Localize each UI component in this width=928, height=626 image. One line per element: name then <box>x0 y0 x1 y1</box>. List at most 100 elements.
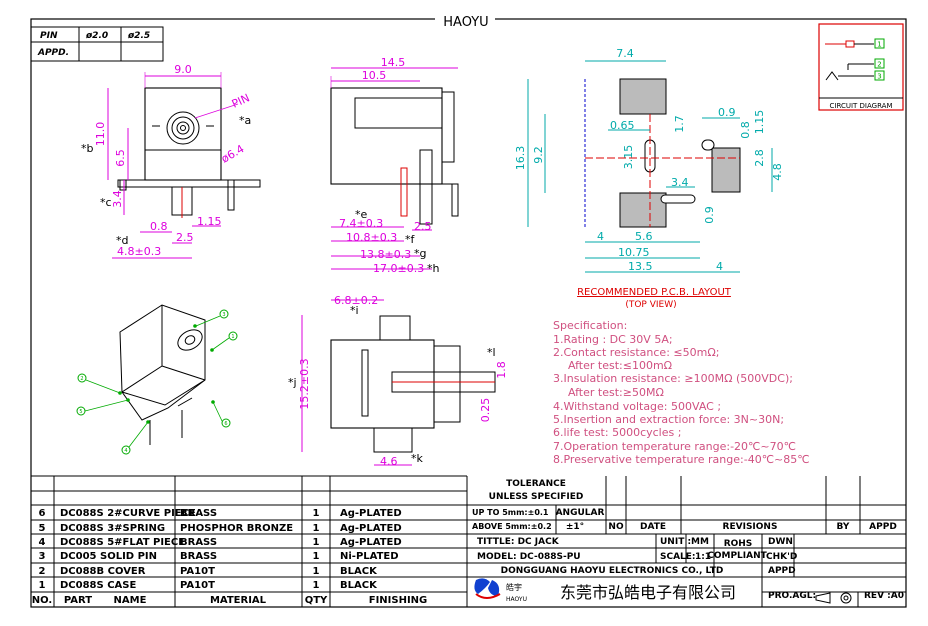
svg-text:1:1: 1:1 <box>695 552 711 562</box>
svg-text:2.5: 2.5 <box>414 220 432 233</box>
svg-text:*k: *k <box>411 452 424 465</box>
svg-text:0.65: 0.65 <box>610 119 635 132</box>
bom-table <box>31 475 468 607</box>
svg-text:1: 1 <box>877 41 881 49</box>
svg-text:7.Operation temperature range:: 7.Operation temperature range:-20℃~70℃ <box>553 440 796 453</box>
svg-text:4: 4 <box>597 230 604 243</box>
bom-material: PHOSPHOR BRONZE <box>180 523 293 534</box>
bom-finishing: BLACK <box>340 566 378 577</box>
svg-text:*f: *f <box>405 233 416 246</box>
svg-text:*j: *j <box>288 376 297 389</box>
svg-text:6: 6 <box>224 421 227 427</box>
svg-text:RECOMMENDED P.C.B. LAYOUT: RECOMMENDED P.C.B. LAYOUT <box>577 287 732 298</box>
svg-text:5.6: 5.6 <box>635 230 653 243</box>
appd-label: APPD. <box>37 48 69 58</box>
bom-no: 5 <box>39 523 46 534</box>
svg-text:4.6: 4.6 <box>380 455 398 468</box>
svg-text:10.5: 10.5 <box>362 69 387 82</box>
svg-text:16.3: 16.3 <box>514 146 527 171</box>
svg-text:14.5: 14.5 <box>381 56 406 69</box>
svg-text:TITTLE: DC JACK: TITTLE: DC JACK <box>477 537 560 547</box>
bom-material: BRASS <box>180 508 217 519</box>
brand-title: HAOYU <box>443 15 488 30</box>
circuit-diagram: CIRCUIT DIAGRAM 1 2 3 <box>818 23 904 111</box>
bom-qty: 1 <box>313 580 320 591</box>
bom-material: PA10T <box>180 566 215 577</box>
pcb-layout: 7.4 16.3 9.2 0.65 3.15 1.7 0.9 0.8 1.15 … <box>514 47 784 310</box>
title-block <box>467 476 906 607</box>
svg-text:3.4: 3.4 <box>111 190 124 208</box>
svg-text:TOLERANCE: TOLERANCE <box>506 479 566 489</box>
bom-part: DC088B COVER <box>60 566 146 577</box>
svg-text:皓宇: 皓宇 <box>506 582 522 592</box>
bom-header-finishing: FINISHING <box>369 595 428 606</box>
svg-text:SCALE:: SCALE: <box>660 552 696 562</box>
svg-text:±1°: ±1° <box>566 522 584 532</box>
svg-text:CHK'D: CHK'D <box>766 552 797 562</box>
bom-header-name: NAME <box>114 595 147 606</box>
bom-header-part: PART <box>64 595 92 606</box>
svg-text:NO: NO <box>608 522 624 532</box>
svg-text:Specification:: Specification: <box>553 319 627 332</box>
bom-header-material: MATERIAL <box>210 595 267 606</box>
company-name-cn: 东莞市弘皓电子有限公司 <box>560 583 736 602</box>
svg-text:UNLESS SPECIFIED: UNLESS SPECIFIED <box>489 492 584 502</box>
svg-text:UP TO 5mm:±0.1: UP TO 5mm:±0.1 <box>472 508 549 517</box>
svg-text:PRO.AGL:: PRO.AGL: <box>768 591 816 601</box>
bom-material: PA10T <box>180 580 215 591</box>
svg-text:COMPLIANT: COMPLIANT <box>707 551 767 561</box>
svg-text:4.8: 4.8 <box>771 163 784 181</box>
svg-text:*e: *e <box>355 208 368 221</box>
svg-text:4.Withstand voltage: 500VAC ;: 4.Withstand voltage: 500VAC ; <box>553 400 721 413</box>
bom-qty: 1 <box>313 523 320 534</box>
bom-no: 1 <box>39 580 46 591</box>
svg-text:BY: BY <box>837 522 850 532</box>
bom-header-qty: QTY <box>305 595 328 606</box>
pin-col-1: ø2.0 <box>85 31 108 41</box>
circuit-diagram-label: CIRCUIT DIAGRAM <box>830 102 893 110</box>
svg-text:ø6.4: ø6.4 <box>219 142 246 165</box>
svg-text:2.8: 2.8 <box>753 149 766 167</box>
svg-text:0.8: 0.8 <box>739 121 752 139</box>
svg-text:After test:≤100mΩ: After test:≤100mΩ <box>568 359 672 372</box>
svg-text:ABOVE 5mm:±0.2: ABOVE 5mm:±0.2 <box>472 522 552 531</box>
bom-finishing: Ag-PLATED <box>340 523 402 534</box>
svg-text:4: 4 <box>124 448 127 454</box>
svg-text:*i: *i <box>350 304 359 317</box>
svg-text:1.15: 1.15 <box>197 215 222 228</box>
bom-part: DC088S 2#CURVE PIECE <box>60 508 196 519</box>
svg-text:11.0: 11.0 <box>94 122 107 147</box>
svg-text:3.15: 3.15 <box>622 145 635 170</box>
svg-text:3: 3 <box>222 312 225 318</box>
bom-finishing: Ag-PLATED <box>340 537 402 548</box>
bom-finishing: BLACK <box>340 580 378 591</box>
bom-header-no: NO. <box>32 595 52 606</box>
bom-part: DC088S 5#FLAT PIECE <box>60 537 185 548</box>
svg-text:2: 2 <box>80 376 83 382</box>
svg-text:UNIT :: UNIT : <box>660 537 691 547</box>
projection-symbol <box>815 592 852 604</box>
isometric-view: 3 1 2 5 4 6 <box>76 304 238 455</box>
pin-col-2: ø2.5 <box>127 31 150 41</box>
svg-text:MODEL: DC-088S-PU: MODEL: DC-088S-PU <box>477 552 581 562</box>
svg-text:6.8±0.2: 6.8±0.2 <box>334 294 378 307</box>
bom-material: BRASS <box>180 537 217 548</box>
bom-material: BRASS <box>180 551 217 562</box>
svg-text:2: 2 <box>877 61 881 69</box>
svg-text:13.5: 13.5 <box>628 260 653 273</box>
svg-text:10.8±0.3: 10.8±0.3 <box>346 231 397 244</box>
svg-text:*a: *a <box>239 114 251 127</box>
company-logo: 皓宇 HAOYU <box>474 578 527 603</box>
svg-text:3.Insulation resistance: ≥100M: 3.Insulation resistance: ≥100MΩ (500VDC)… <box>553 372 793 385</box>
pin-appd-table: PIN ø2.0 ø2.5 APPD. <box>30 26 164 62</box>
svg-text:*h: *h <box>427 262 440 275</box>
svg-text:4: 4 <box>716 260 723 273</box>
bom-finishing: Ag-PLATED <box>340 508 402 519</box>
svg-text:0.9: 0.9 <box>703 206 716 224</box>
bottom-view: 6.8±0.2 *i 15.2±0.3 *j 1.8 *l 0.25 4.6 *… <box>288 294 508 468</box>
svg-text:5.Insertion and extraction for: 5.Insertion and extraction force: 3N~30N… <box>553 413 784 426</box>
bom-qty: 1 <box>313 566 320 577</box>
svg-text:*d: *d <box>116 234 128 247</box>
